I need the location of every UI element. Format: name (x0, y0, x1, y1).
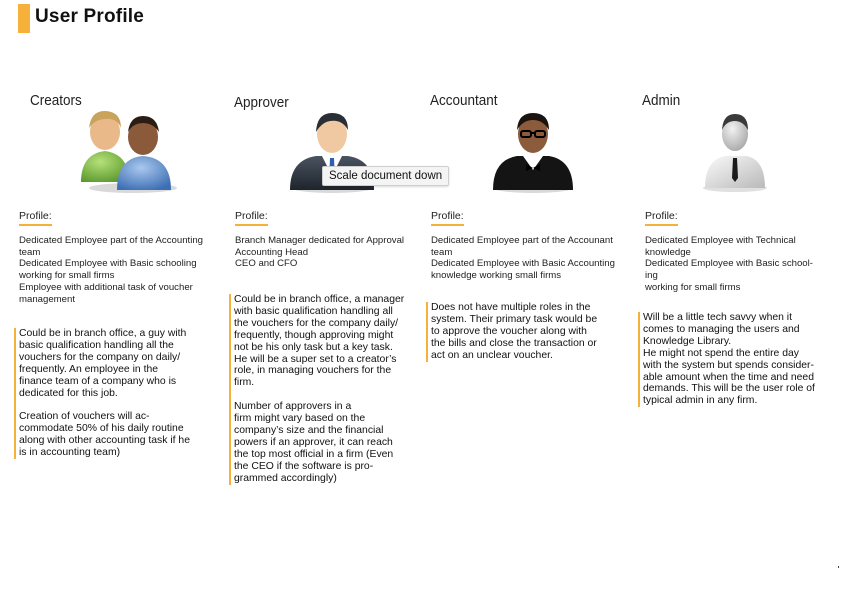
role-title-creators: Creators (30, 92, 82, 109)
note-creators: Could be in branch office, a guy with ba… (14, 328, 231, 459)
two-users-icon (81, 110, 177, 193)
description-admin: Dedicated Employee with Technical knowle… (645, 235, 813, 293)
note-admin: Will be a little tech savvy when it come… (638, 312, 833, 408)
note-approver: Could be in branch office, a manager wit… (229, 294, 429, 485)
accountant-glasses-icon (493, 113, 573, 193)
scale-document-tooltip: Scale document down (322, 166, 450, 186)
role-title-accountant: Accountant (430, 92, 498, 109)
description-approver: Branch Manager dedicated for Approval Ac… (235, 235, 405, 270)
role-title-approver: Approver (234, 94, 289, 111)
profile-label-accountant: Profile: (431, 210, 464, 226)
role-title-admin: Admin (642, 92, 681, 109)
profile-label-creators: Profile: (19, 210, 52, 226)
corner-mark (838, 566, 839, 568)
admin-user-icon (703, 114, 767, 192)
profile-label-admin: Profile: (645, 210, 678, 226)
page-title: User Profile (35, 6, 145, 27)
title-accent-bar (18, 4, 30, 33)
description-creators: Dedicated Employee part of the Accountin… (19, 235, 203, 305)
profile-label-approver: Profile: (235, 210, 268, 226)
note-accountant: Does not have multiple roles in the syst… (426, 302, 636, 362)
description-accountant: Dedicated Employee part of the Accounant… (431, 235, 615, 282)
